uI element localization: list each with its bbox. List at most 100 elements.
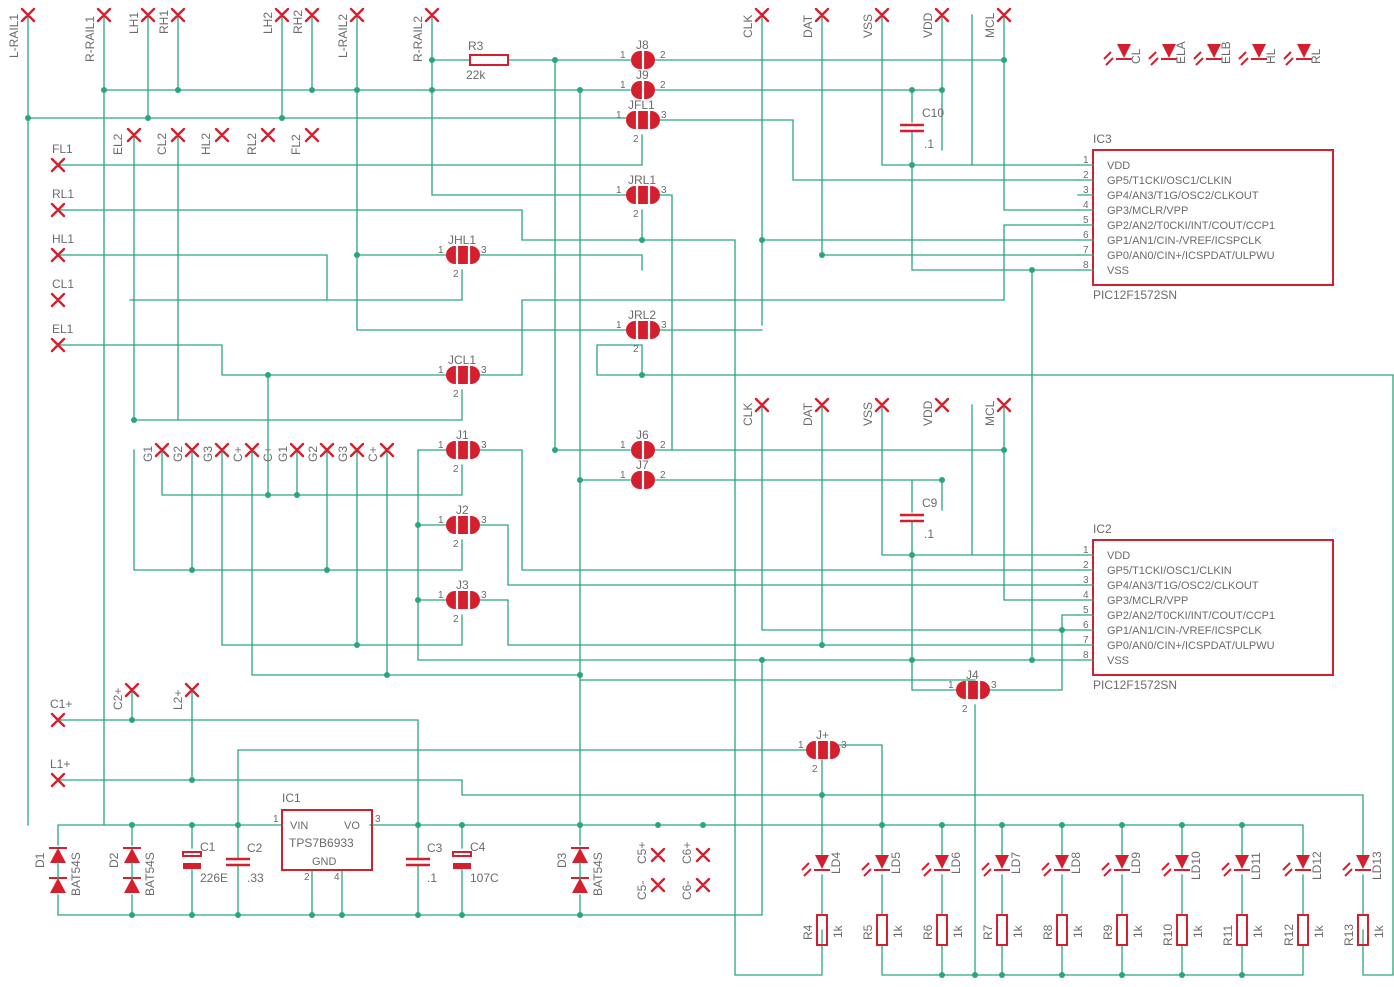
capacitor-c3: C3 .1	[406, 841, 443, 885]
svg-text:1k: 1k	[1191, 924, 1205, 938]
capacitor-c2: C2 .33	[226, 841, 264, 885]
label-vdd-mid: VDD	[921, 400, 935, 426]
svg-text:JRL2: JRL2	[628, 308, 656, 322]
svg-text:J8: J8	[636, 38, 649, 52]
svg-text:107C: 107C	[470, 871, 499, 885]
svg-text:GP0/AN0/CIN+/ICSPDAT/ULPWU: GP0/AN0/CIN+/ICSPDAT/ULPWU	[1107, 640, 1275, 652]
capacitor-c1: C1 226E	[182, 840, 228, 885]
svg-text:TPS7B6933: TPS7B6933	[289, 836, 354, 850]
label-fl2: FL2	[289, 134, 303, 155]
svg-text:226E: 226E	[200, 871, 228, 885]
capacitor-c4: C4 107C	[452, 840, 499, 885]
label-vss-top: VSS	[861, 14, 875, 38]
svg-text:1: 1	[438, 365, 444, 376]
led-cl: CL	[1103, 44, 1143, 66]
label-vss-mid: VSS	[861, 402, 875, 426]
net-labels: L-RAIL1 R-RAIL1 LH1 RH1 LH2 RH2 L-RAIL2 …	[7, 10, 997, 900]
led-elb: ELB	[1193, 41, 1233, 66]
svg-text:GP5/T1CKI/OSC1/CLKIN: GP5/T1CKI/OSC1/CLKIN	[1107, 565, 1232, 577]
label-rl2: RL2	[245, 133, 259, 155]
svg-text:VIN: VIN	[290, 820, 308, 832]
r3-value: 22k	[466, 68, 486, 82]
svg-text:1k: 1k	[1131, 924, 1145, 938]
led-hl: HL	[1238, 44, 1278, 66]
led-ld8: LD8	[1041, 852, 1083, 877]
label-el1: EL1	[52, 322, 74, 336]
svg-text:LD5: LD5	[889, 852, 903, 874]
svg-text:LD6: LD6	[949, 852, 963, 874]
svg-text:3: 3	[481, 245, 487, 256]
svg-text:2: 2	[304, 872, 310, 883]
svg-text:GP2/AN2/T0CKI/INT/COUT/CCP1: GP2/AN2/T0CKI/INT/COUT/CCP1	[1107, 220, 1275, 232]
label-g2-b: G2	[306, 446, 320, 462]
led-ld5: LD5	[861, 852, 903, 877]
svg-text:2: 2	[453, 539, 459, 550]
svg-text:3: 3	[991, 680, 997, 691]
led-ld13: LD13	[1342, 851, 1384, 880]
ic3-pic12f1572: IC3 PIC12F1572SN 1 2 3 4 5 6 7 8 VDD GP5…	[1077, 132, 1334, 302]
svg-text:GP3/MCLR/VPP: GP3/MCLR/VPP	[1107, 595, 1188, 607]
svg-text:2: 2	[633, 209, 639, 220]
svg-text:GP1/AN1/CIN-/VREF/ICSPCLK: GP1/AN1/CIN-/VREF/ICSPCLK	[1107, 235, 1262, 247]
resistor-r8: R8 1k	[1041, 914, 1085, 946]
led-ld9: LD9	[1101, 852, 1143, 877]
ic3-name: IC3	[1093, 132, 1112, 146]
svg-text:GP1/AN1/CIN-/VREF/ICSPCLK: GP1/AN1/CIN-/VREF/ICSPCLK	[1107, 625, 1262, 637]
svg-text:3: 3	[481, 440, 487, 451]
svg-text:1k: 1k	[1071, 924, 1085, 938]
label-vdd-top: VDD	[921, 12, 935, 38]
svg-text:1: 1	[438, 590, 444, 601]
test-pads	[20, 7, 1012, 893]
svg-text:ELA: ELA	[1174, 41, 1188, 64]
svg-text:2: 2	[660, 80, 666, 91]
svg-text:C4: C4	[470, 840, 486, 854]
svg-text:R4: R4	[801, 924, 815, 940]
svg-text:BAT54S: BAT54S	[69, 852, 83, 896]
svg-text:BAT54S: BAT54S	[591, 852, 605, 896]
svg-text:J6: J6	[636, 428, 649, 442]
svg-text:7: 7	[1083, 635, 1089, 646]
r3-name: R3	[468, 39, 484, 53]
label-l-rail2: L-RAIL2	[336, 14, 350, 58]
label-hl2: HL2	[199, 133, 213, 155]
svg-text:3: 3	[375, 814, 381, 825]
svg-text:2: 2	[1083, 170, 1089, 181]
diode-d3: D3 BAT54S	[555, 847, 605, 896]
svg-text:J3: J3	[456, 578, 469, 592]
svg-text:1: 1	[438, 440, 444, 451]
label-mcl-mid: MCL	[983, 400, 997, 426]
svg-text:.1: .1	[924, 527, 934, 541]
svg-text:R7: R7	[981, 924, 995, 940]
label-c5plus: C5+	[635, 842, 649, 864]
svg-text:LD11: LD11	[1249, 852, 1263, 880]
label-hl1: HL1	[52, 232, 74, 246]
svg-text:8: 8	[1083, 650, 1089, 661]
label-clk-mid: CLK	[741, 403, 755, 426]
svg-text:1k: 1k	[1312, 924, 1326, 938]
svg-text:1k: 1k	[831, 924, 845, 938]
svg-text:C3: C3	[427, 841, 443, 855]
label-lh1: LH1	[127, 12, 141, 34]
svg-text:.33: .33	[247, 871, 264, 885]
svg-text:ELB: ELB	[1219, 41, 1233, 64]
ic2-part: PIC12F1572SN	[1093, 678, 1177, 692]
svg-text:D1: D1	[33, 852, 47, 868]
label-cl2: CL2	[155, 133, 169, 155]
label-dat-top: DAT	[801, 14, 815, 38]
diode-d1: D1 BAT54S	[33, 847, 83, 896]
svg-text:VSS: VSS	[1107, 265, 1129, 277]
svg-text:J1: J1	[456, 428, 469, 442]
led-ld12: LD12	[1282, 851, 1324, 880]
